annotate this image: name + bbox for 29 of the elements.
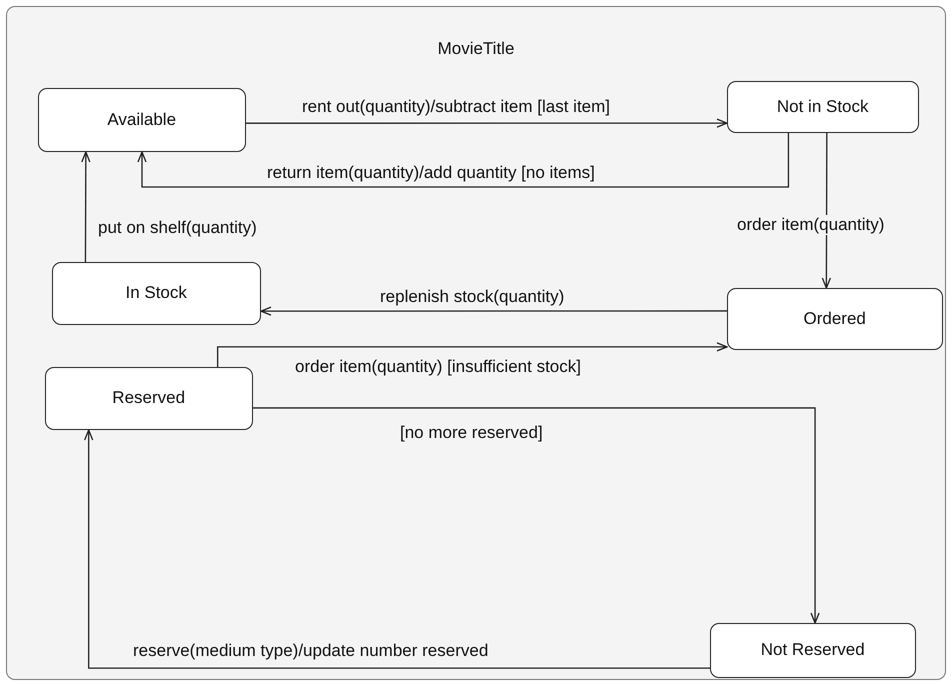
state-name: Reserved xyxy=(112,388,186,408)
transition-arrow xyxy=(246,118,728,128)
state-box xyxy=(710,622,916,678)
transition-arrow xyxy=(253,407,820,624)
transition-arrow xyxy=(84,429,710,669)
state-name: Not in Stock xyxy=(776,96,869,117)
transition-arrow xyxy=(216,342,728,367)
state-box xyxy=(726,80,919,133)
transition-label: put on shelf(quantity) xyxy=(96,218,259,238)
transition-arrow xyxy=(260,306,727,316)
transition-label: [no more reserved] xyxy=(398,423,545,443)
transition-arrow xyxy=(137,133,790,188)
state-name: Ordered xyxy=(804,308,866,329)
state-box xyxy=(726,288,943,350)
state-box xyxy=(44,366,253,430)
state-name: Available xyxy=(107,110,176,130)
transition-label: order item(quantity) [insufficient stock] xyxy=(293,357,583,377)
composite-state xyxy=(6,6,946,680)
transition-label: order item(quantity) xyxy=(735,215,886,235)
transition-label: reserve(medium type)/update number reserved xyxy=(131,641,490,661)
state-box xyxy=(38,88,246,152)
state-box xyxy=(52,262,261,325)
transition-label: return item(quantity)/add quantity [no items] xyxy=(265,163,597,183)
transition-arrow xyxy=(81,151,90,262)
transition-label: replenish stock(quantity) xyxy=(378,287,566,307)
state-name: Not Reserved xyxy=(760,640,865,660)
composite-state-name: MovieTitle xyxy=(438,39,514,59)
transition-arrow xyxy=(822,133,832,289)
state-name: In Stock xyxy=(125,283,187,304)
